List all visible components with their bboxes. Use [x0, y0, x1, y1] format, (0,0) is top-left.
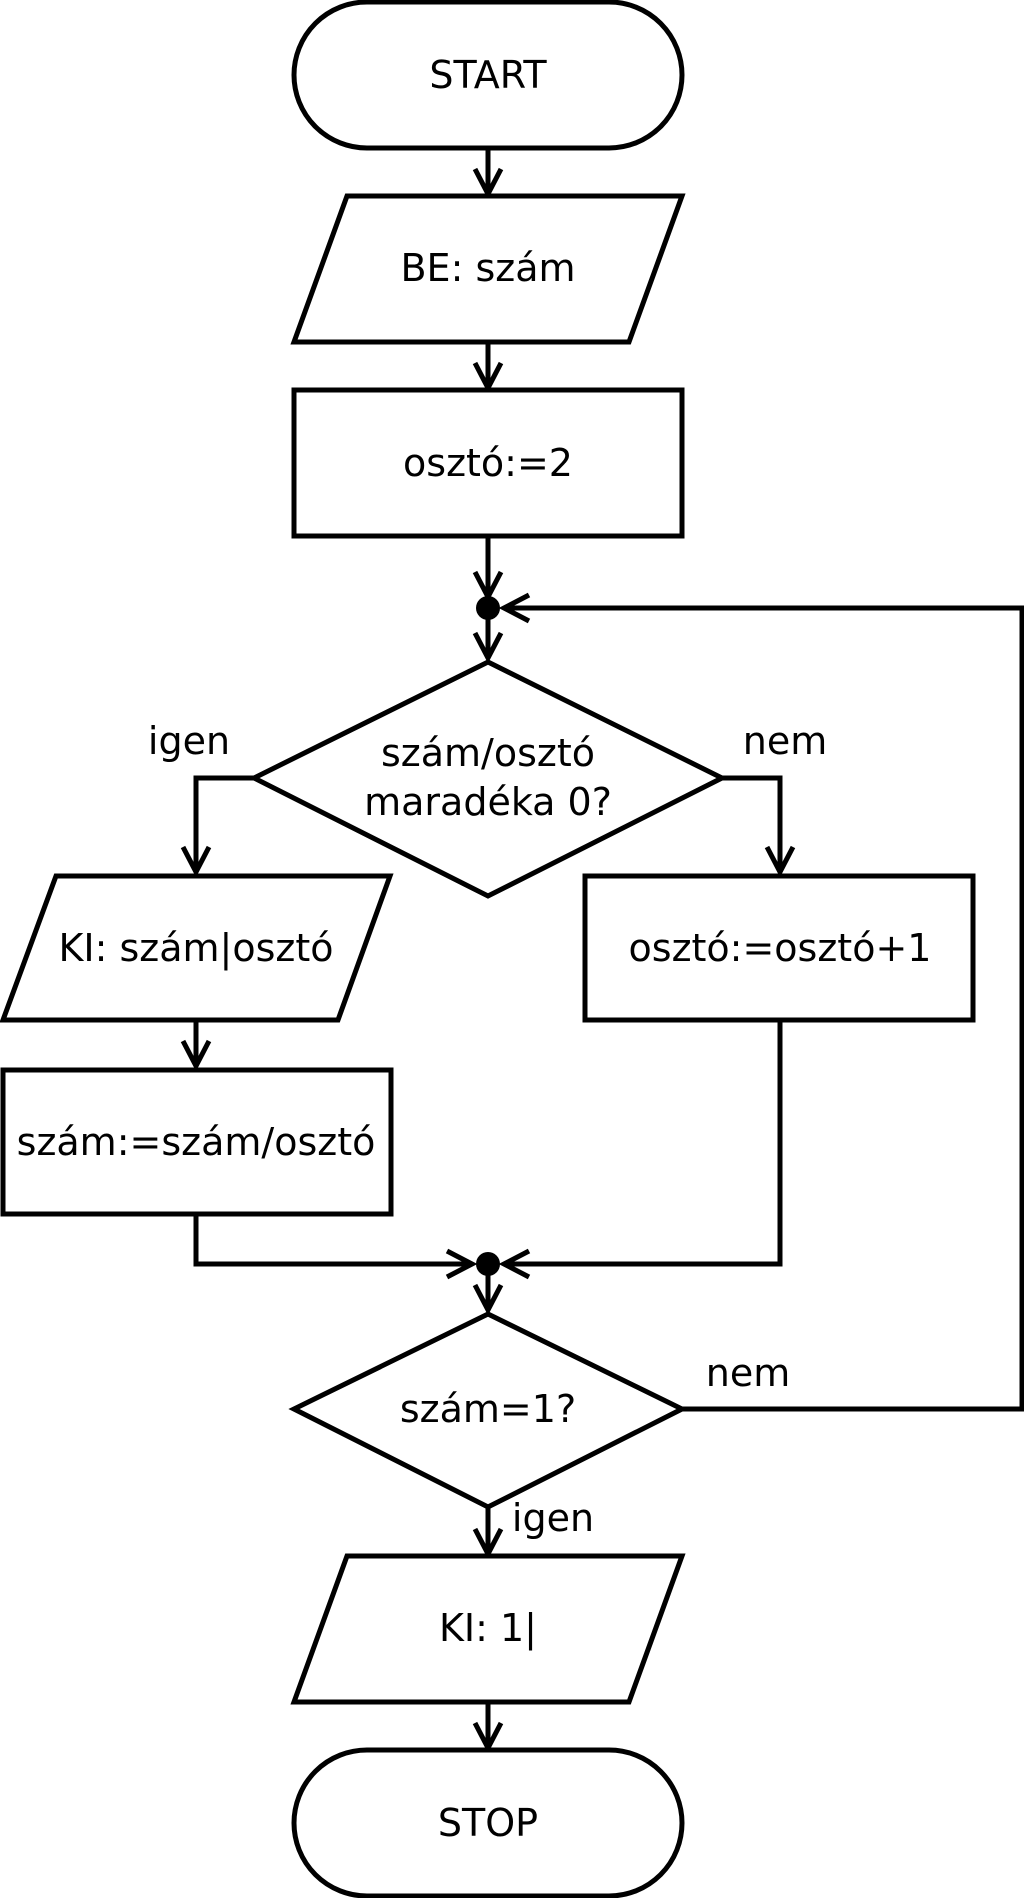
cond1-decision-shape	[248, 659, 728, 899]
arrowhead-to-increment	[764, 845, 796, 878]
cond2-label: szám=1?	[400, 1387, 576, 1431]
branch-label-cond1-yes: igen	[148, 719, 230, 763]
cond1-label-line2: maradéka 0?	[364, 780, 612, 824]
increment-process-shape	[582, 873, 976, 1023]
divide-label: szám:=szám/osztó	[17, 1120, 376, 1164]
output-factor-label: KI: szám|osztó	[59, 926, 334, 971]
cond2-node: szám=1?	[288, 1311, 688, 1510]
start-terminator-shape	[291, 0, 685, 151]
arrowhead-right-into-merge2	[498, 1248, 531, 1280]
increment-label: osztó:=osztó+1	[629, 926, 932, 970]
divide-process-shape	[0, 1067, 394, 1217]
cond2-decision-shape	[288, 1311, 688, 1510]
input-parallelogram-shape	[290, 193, 686, 345]
start-node: START	[291, 0, 685, 151]
init-process-shape	[291, 387, 685, 539]
divide-node: szám:=szám/osztó	[0, 1067, 394, 1217]
start-label: START	[429, 53, 547, 97]
connector-cond1-no	[722, 775, 783, 872]
connector-cond1-yes	[193, 775, 254, 872]
output-one-parallelogram-shape	[290, 1553, 686, 1705]
junction-dot-loop	[476, 596, 500, 620]
arrowhead-loop-into-merge1	[498, 592, 531, 624]
arrowhead-to-cond1	[472, 631, 504, 664]
junction-dot-merge	[476, 1252, 500, 1276]
input-label: BE: szám	[400, 246, 575, 290]
connectors	[193, 148, 1024, 1748]
branch-label-cond2-no: nem	[706, 1351, 790, 1395]
arrowhead-to-divide	[180, 1039, 212, 1072]
arrowhead-to-output-factor	[180, 845, 212, 878]
output-one-node: KI: 1|	[290, 1553, 686, 1705]
connector-divide-to-merge2	[193, 1214, 472, 1267]
connector-increment-to-merge2	[504, 1020, 783, 1267]
init-node: osztó:=2	[291, 387, 685, 539]
connector-cond2-no-loop	[504, 605, 1024, 1412]
cond1-node: szám/osztó maradéka 0?	[248, 659, 728, 899]
stop-node: STOP	[291, 1747, 685, 1898]
arrowhead-to-cond2	[472, 1283, 504, 1316]
input-node: BE: szám	[290, 193, 686, 345]
output-factor-node: KI: szám|osztó	[0, 873, 394, 1023]
init-label: osztó:=2	[403, 441, 573, 485]
stop-terminator-shape	[291, 1747, 685, 1898]
branch-label-cond1-no: nem	[743, 719, 827, 763]
increment-node: osztó:=osztó+1	[582, 873, 976, 1023]
output-one-label: KI: 1|	[439, 1606, 537, 1651]
output-factor-parallelogram-shape	[0, 873, 394, 1023]
arrowhead-left-into-merge2	[445, 1248, 478, 1280]
branch-label-cond2-yes: igen	[512, 1496, 594, 1540]
cond1-label-line1: szám/osztó	[381, 731, 595, 775]
stop-label: STOP	[438, 1801, 538, 1845]
